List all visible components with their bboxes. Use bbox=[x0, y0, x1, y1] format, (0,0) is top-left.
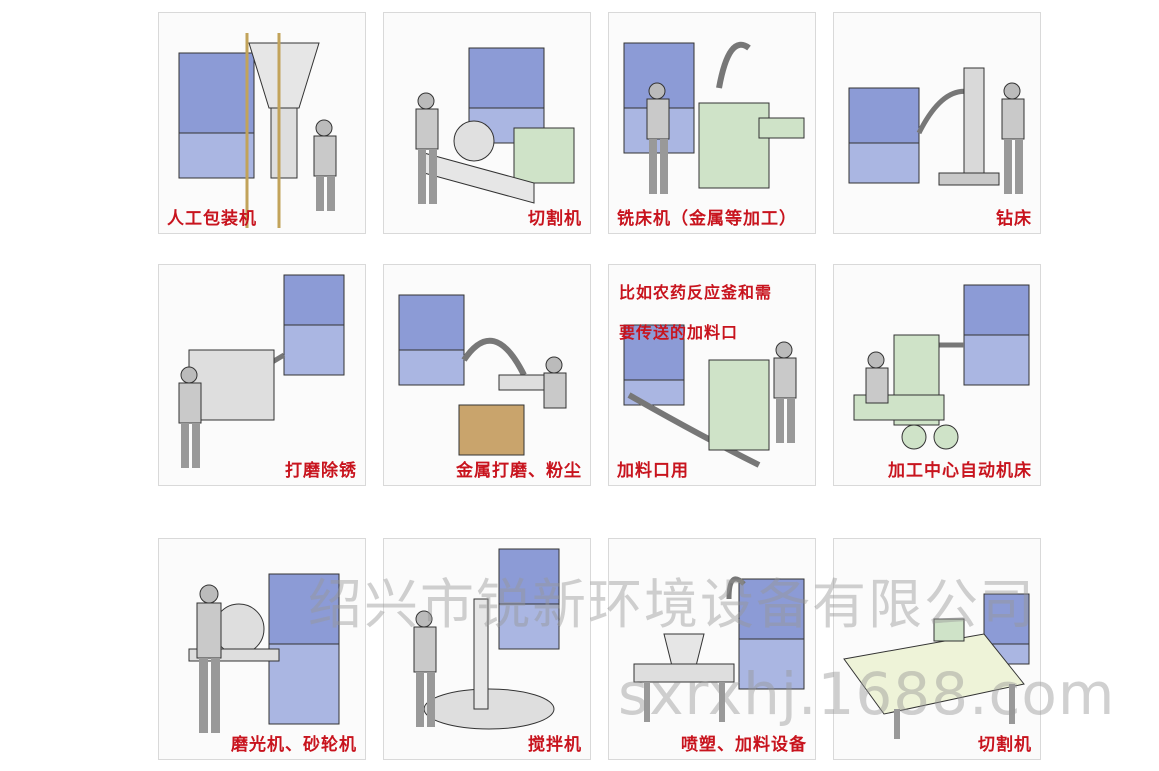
panel-polishing-grinder: 磨光机、砂轮机 bbox=[158, 538, 366, 760]
panel-feeding-port: 比如农药反应釜和需 要传送的加料口 加料口用 bbox=[608, 264, 816, 486]
cutting-table-illustration bbox=[843, 593, 1030, 739]
mixer-illustration bbox=[413, 548, 560, 730]
caption: 切割机 bbox=[978, 735, 1032, 755]
panel-mixer: 搅拌机 bbox=[383, 538, 591, 760]
caption: 铣床机（金属等加工） bbox=[617, 209, 797, 229]
caption: 搅拌机 bbox=[528, 735, 582, 755]
caption: 打磨除锈 bbox=[285, 461, 357, 481]
grinding-derusting-illustration bbox=[178, 274, 345, 468]
caption: 加料口用 bbox=[617, 461, 689, 481]
panel-grinding-derusting: 打磨除锈 bbox=[158, 264, 366, 486]
caption: 人工包装机 bbox=[167, 209, 257, 229]
polishing-grinder-illustration bbox=[188, 573, 340, 733]
panel-machining-center: 加工中心自动机床 bbox=[833, 264, 1041, 486]
note-line-2: 要传送的加料口 bbox=[619, 323, 739, 342]
milling-machine-illustration bbox=[623, 41, 805, 194]
caption: 加工中心自动机床 bbox=[888, 461, 1032, 481]
note-line-1: 比如农药反应釜和需 bbox=[619, 283, 773, 302]
caption: 切割机 bbox=[528, 209, 582, 229]
drill-press-illustration bbox=[848, 67, 1025, 194]
panel-manual-packing-machine: 人工包装机 bbox=[158, 12, 366, 234]
powder-coating-illustration bbox=[633, 576, 805, 722]
machining-center-illustration bbox=[853, 284, 1030, 450]
panel-cutting-machine-2: 切割机 bbox=[833, 538, 1041, 760]
caption: 金属打磨、粉尘 bbox=[456, 461, 582, 481]
caption: 磨光机、砂轮机 bbox=[231, 735, 357, 755]
feeding-port-illustration bbox=[623, 324, 797, 468]
panel-powder-coating: 喷塑、加料设备 bbox=[608, 538, 816, 760]
panel-cutting-machine: 切割机 bbox=[383, 12, 591, 234]
caption: 钻床 bbox=[996, 209, 1032, 229]
panel-milling-machine: 铣床机（金属等加工） bbox=[608, 12, 816, 234]
cutting-machine-illustration bbox=[415, 47, 575, 204]
metal-grinding-illustration bbox=[398, 294, 567, 456]
caption: 喷塑、加料设备 bbox=[681, 735, 807, 755]
manual-packing-illustration bbox=[178, 33, 337, 228]
panel-metal-grinding-dust: 金属打磨、粉尘 bbox=[383, 264, 591, 486]
panel-drill-press: 钻床 bbox=[833, 12, 1041, 234]
